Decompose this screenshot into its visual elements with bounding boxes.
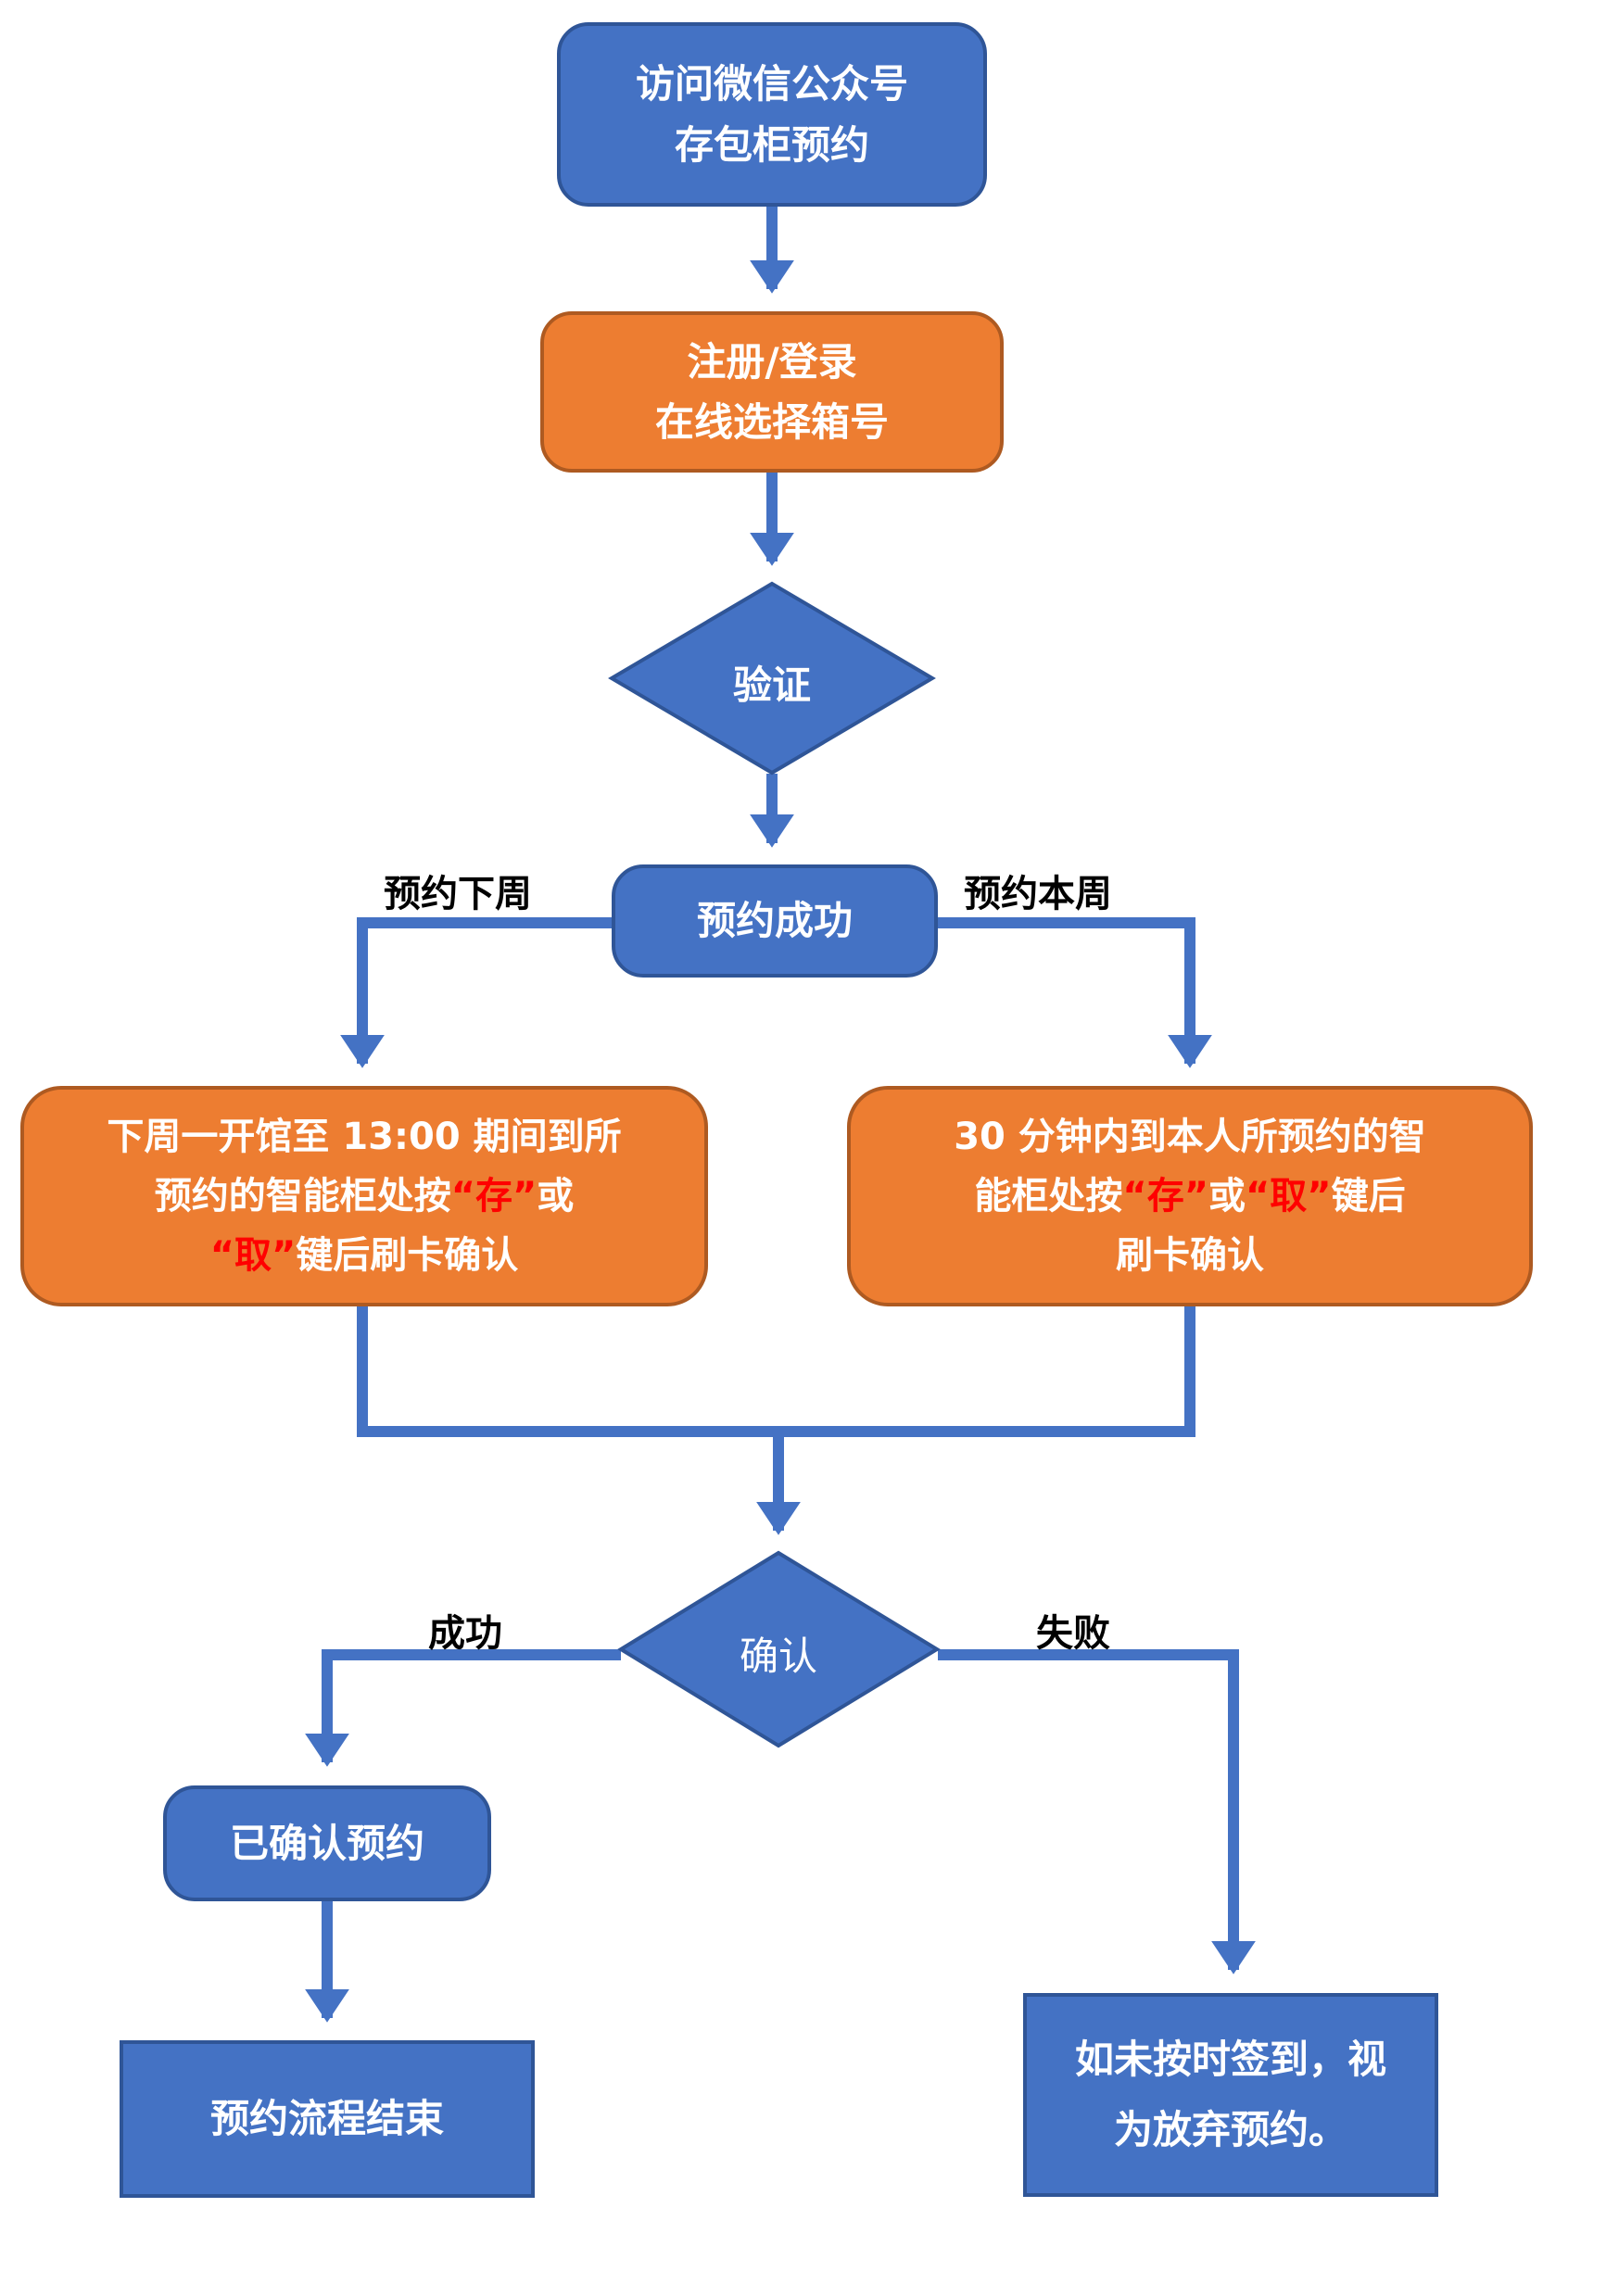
decision-confirm-label: 确认 bbox=[739, 1634, 817, 1679]
node-booking-success-label: 预约成功 bbox=[696, 898, 853, 944]
this-week-line2-post: 键后 bbox=[1331, 1175, 1406, 1217]
edge-booked-to-this-week bbox=[938, 917, 1212, 1068]
edge-confirm-to-confirmed bbox=[305, 1649, 621, 1767]
node-booking-success: 预约成功 bbox=[612, 864, 938, 978]
node-visit-wechat-line1: 访问微信公众号 bbox=[635, 61, 908, 107]
this-week-line2-pre: 能柜处按 bbox=[974, 1175, 1123, 1217]
node-visit-wechat-line2: 存包柜预约 bbox=[674, 121, 869, 168]
next-week-key-take: “取” bbox=[209, 1234, 297, 1277]
node-this-week-action: 30 分钟内到本人所预约的智 能柜处按“存”或“取”键后 刷卡确认 bbox=[847, 1086, 1533, 1306]
node-confirmed-label: 已确认预约 bbox=[229, 1820, 424, 1866]
edge-label-next-week: 预约下周 bbox=[384, 873, 532, 915]
node-register-login: 注册/登录 在线选择箱号 bbox=[540, 311, 1004, 473]
decision-confirm-shape bbox=[617, 1550, 941, 1748]
next-week-line1: 下周一开馆至 13:00 期间到所 bbox=[107, 1116, 622, 1158]
this-week-line1: 30 分钟内到本人所预约的智 bbox=[954, 1116, 1426, 1158]
node-visit-wechat: 访问微信公众号 存包柜预约 bbox=[557, 22, 987, 207]
next-week-line2-post: 或 bbox=[537, 1175, 575, 1217]
node-failed-line1: 如未按时签到，视 bbox=[1074, 2037, 1386, 2083]
decision-verify-label: 验证 bbox=[732, 662, 811, 708]
node-next-week-action: 下周一开馆至 13:00 期间到所 预约的智能柜处按“存”或 “取”键后刷卡确认 bbox=[20, 1086, 708, 1306]
edge-confirm-to-failed bbox=[938, 1649, 1256, 1974]
edge-label-failure: 失败 bbox=[1036, 1612, 1110, 1655]
next-week-key-store: “存” bbox=[450, 1175, 538, 1217]
decision-verify-shape bbox=[608, 581, 936, 776]
this-week-key-take: “取” bbox=[1246, 1175, 1332, 1217]
node-confirmed-booking: 已确认预约 bbox=[163, 1785, 491, 1901]
node-failed-line2: 为放弃预约。 bbox=[1113, 2107, 1347, 2152]
this-week-line3: 刷卡确认 bbox=[1116, 1234, 1264, 1277]
node-process-end-label: 预约流程结束 bbox=[209, 2096, 444, 2142]
this-week-key-store: “存” bbox=[1122, 1175, 1208, 1217]
node-process-end: 预约流程结束 bbox=[120, 2040, 535, 2198]
next-week-line3-post: 键后刷卡确认 bbox=[296, 1234, 519, 1277]
this-week-line2-mid: 或 bbox=[1208, 1175, 1246, 1217]
next-week-line2-pre: 预约的智能柜处按 bbox=[154, 1175, 451, 1217]
node-failed-abandon: 如未按时签到，视 为放弃预约。 bbox=[1023, 1993, 1438, 2197]
node-register-line1: 注册/登录 bbox=[687, 338, 857, 385]
node-register-line2: 在线选择箱号 bbox=[654, 399, 889, 445]
edge-booked-to-next-week bbox=[340, 917, 612, 1068]
edge-next-week-to-merge bbox=[357, 1306, 1195, 1437]
edge-label-success: 成功 bbox=[428, 1612, 502, 1655]
edge-label-this-week: 预约本周 bbox=[964, 873, 1112, 915]
